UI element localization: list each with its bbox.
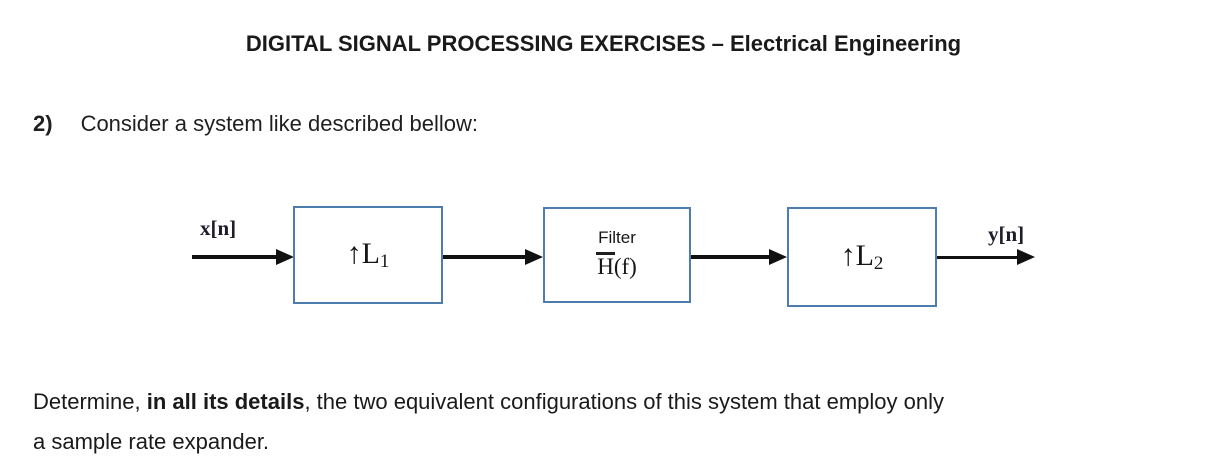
- output-arrow-head: [1017, 249, 1035, 265]
- expander-1-label: ↑L1: [346, 237, 390, 272]
- expander-2-symbol: ↑L: [840, 239, 874, 272]
- block-filter: Filter H(f): [543, 207, 691, 303]
- filter-formula-args: (f): [613, 254, 637, 280]
- task-emphasis: in all its details: [146, 389, 305, 414]
- page-title: DIGITAL SIGNAL PROCESSING EXERCISES – El…: [245, 31, 962, 56]
- expander-1-symbol: ↑L: [346, 237, 380, 270]
- arrow-head: [525, 249, 543, 265]
- arrow-head: [769, 249, 787, 265]
- task-line-2: a sample rate expander.: [33, 429, 270, 454]
- task-line1-rest: , the two equivalent configurations of t…: [304, 389, 944, 414]
- expander-2-subscript: 2: [873, 253, 884, 274]
- block-expander-1: ↑L1: [293, 206, 443, 304]
- filter-name: Filter: [598, 228, 636, 248]
- expander-1-subscript: 1: [379, 251, 390, 272]
- output-arrow-line: [937, 256, 1018, 259]
- expander-2-label: ↑L2: [840, 239, 884, 274]
- filter-formula: H(f): [596, 252, 637, 282]
- arrow-line: [443, 255, 526, 259]
- block-expander-2: ↑L2: [787, 207, 937, 307]
- input-arrow-head: [276, 249, 294, 265]
- arrow-line: [691, 255, 770, 259]
- question-text: Consider a system like described bellow:: [80, 111, 478, 136]
- task-paragraph: Determine, in all its details, the two e…: [33, 382, 1198, 462]
- input-arrow-line: [192, 255, 277, 259]
- question-number: 2): [33, 111, 53, 136]
- output-signal-label: y[n]: [988, 222, 1025, 246]
- filter-formula-base: H: [596, 252, 615, 282]
- task-line-1: Determine, in all its details, the two e…: [33, 382, 1198, 422]
- input-signal-label: x[n]: [200, 216, 237, 240]
- question-line: 2) Consider a system like described bello…: [33, 109, 478, 139]
- task-prefix: Determine,: [33, 389, 147, 414]
